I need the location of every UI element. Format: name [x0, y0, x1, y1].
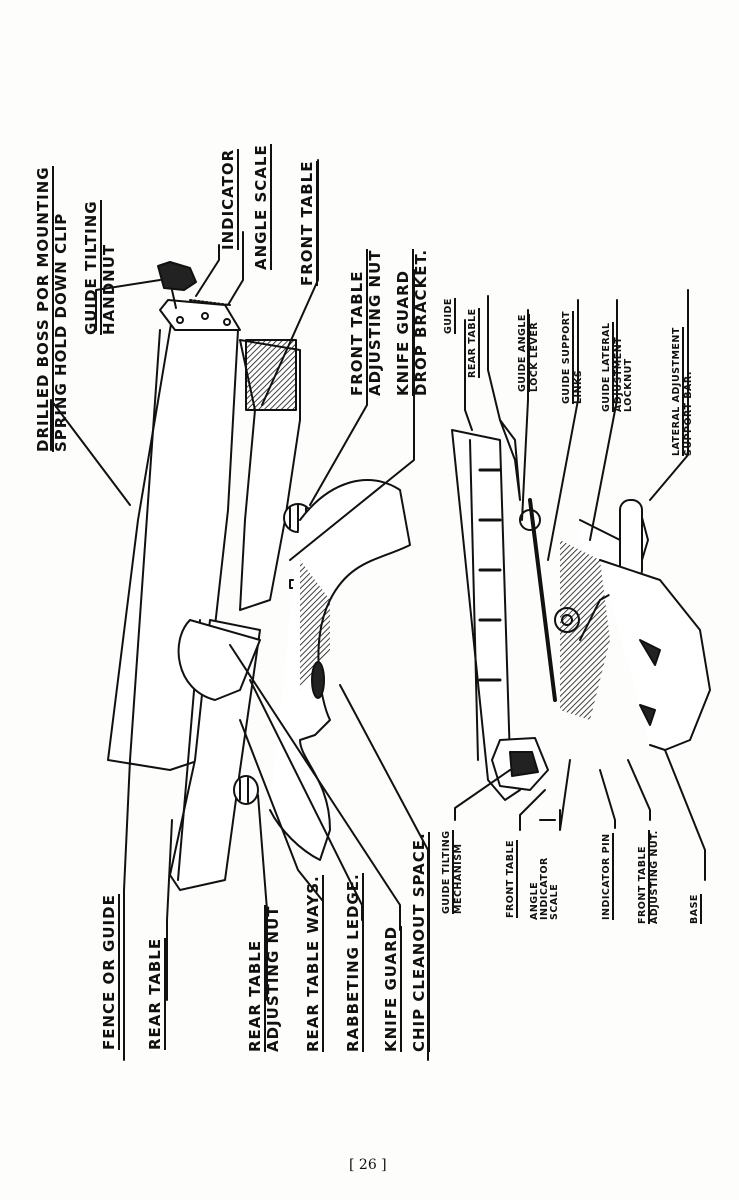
handnut: [157, 261, 197, 291]
rear-adjusting-nut: [233, 775, 259, 805]
label-rear-table-adjusting-nut: REAR TABLE ADJUSTING NUT: [246, 905, 282, 1052]
label-front-table-adjusting-nut: FRONT TABLE ADJUSTING NUT: [348, 249, 384, 396]
leader: [95, 279, 161, 331]
label-lateral-adjustment-support-bar: LATERAL ADJUSTMENT SUPPORT BAR.: [671, 327, 694, 456]
knife-guard: [177, 619, 261, 701]
leader: [50, 399, 131, 506]
label-guide-angle-lock-lever: GUIDE ANGLE LOCK LEVER: [517, 314, 540, 392]
left-base: [269, 479, 411, 861]
label-knife-guard: KNIFE GUARD: [382, 925, 402, 1052]
label-right-front-table-adjusting-nut: FRONT TABLE ADJUSTING NUT.: [637, 830, 660, 924]
label-indicator-pin: INDICATOR PIN: [601, 833, 614, 920]
label-drilled-boss: DRILLED BOSS POR MOUNTING SPRING HOLD DO…: [34, 166, 70, 452]
label-right-rear-table: REAR TABLE: [467, 308, 480, 378]
label-indicator: INDICATOR: [219, 148, 239, 250]
page-number: [ 26 ]: [349, 1157, 387, 1173]
label-fence-or-guide: FENCE OR GUIDE: [100, 894, 120, 1050]
label-guide-lateral-adjustment-locknut: GUIDE LATERAL ADJUSTMENT LOCKNUT: [601, 322, 634, 412]
label-angle-scale: ANGLE SCALE: [252, 144, 272, 270]
label-guide: GUIDE: [443, 298, 456, 334]
label-front-table: FRONT TABLE: [298, 160, 318, 286]
label-rabbeting-ledge: RABBETING LEDGE.: [344, 873, 364, 1052]
right-jointer-drawing: [451, 289, 711, 881]
label-rear-table: REAR TABLE: [146, 937, 166, 1050]
label-knife-guard-drop-bracket: KNIFE GUARD DROP BRACKET.: [394, 248, 430, 396]
label-rear-table-ways: REAR TABLE WAYS.: [304, 875, 324, 1052]
label-guide-tilting-handnut: GUIDE TILTING HANDNUT: [82, 200, 118, 335]
front-table-ribs: [245, 339, 297, 411]
label-guide-tilting-mechanism: GUIDE TILTING MECHANISM: [441, 830, 464, 914]
label-angle-indicator-scale: ANGLE INDICATOR SCALE: [529, 857, 560, 920]
left-jointer-drawing: [50, 159, 429, 1061]
label-base: BASE: [689, 894, 702, 924]
label-guide-support-links: GUIDE SUPPORT LINKS: [561, 310, 584, 404]
label-right-front-table: FRONT TABLE: [505, 840, 518, 918]
label-chip-cleanout-space: CHIP CLEANOUT SPACE.: [410, 832, 430, 1052]
guide-fence: [451, 429, 521, 801]
right-rear-table: [499, 419, 521, 501]
